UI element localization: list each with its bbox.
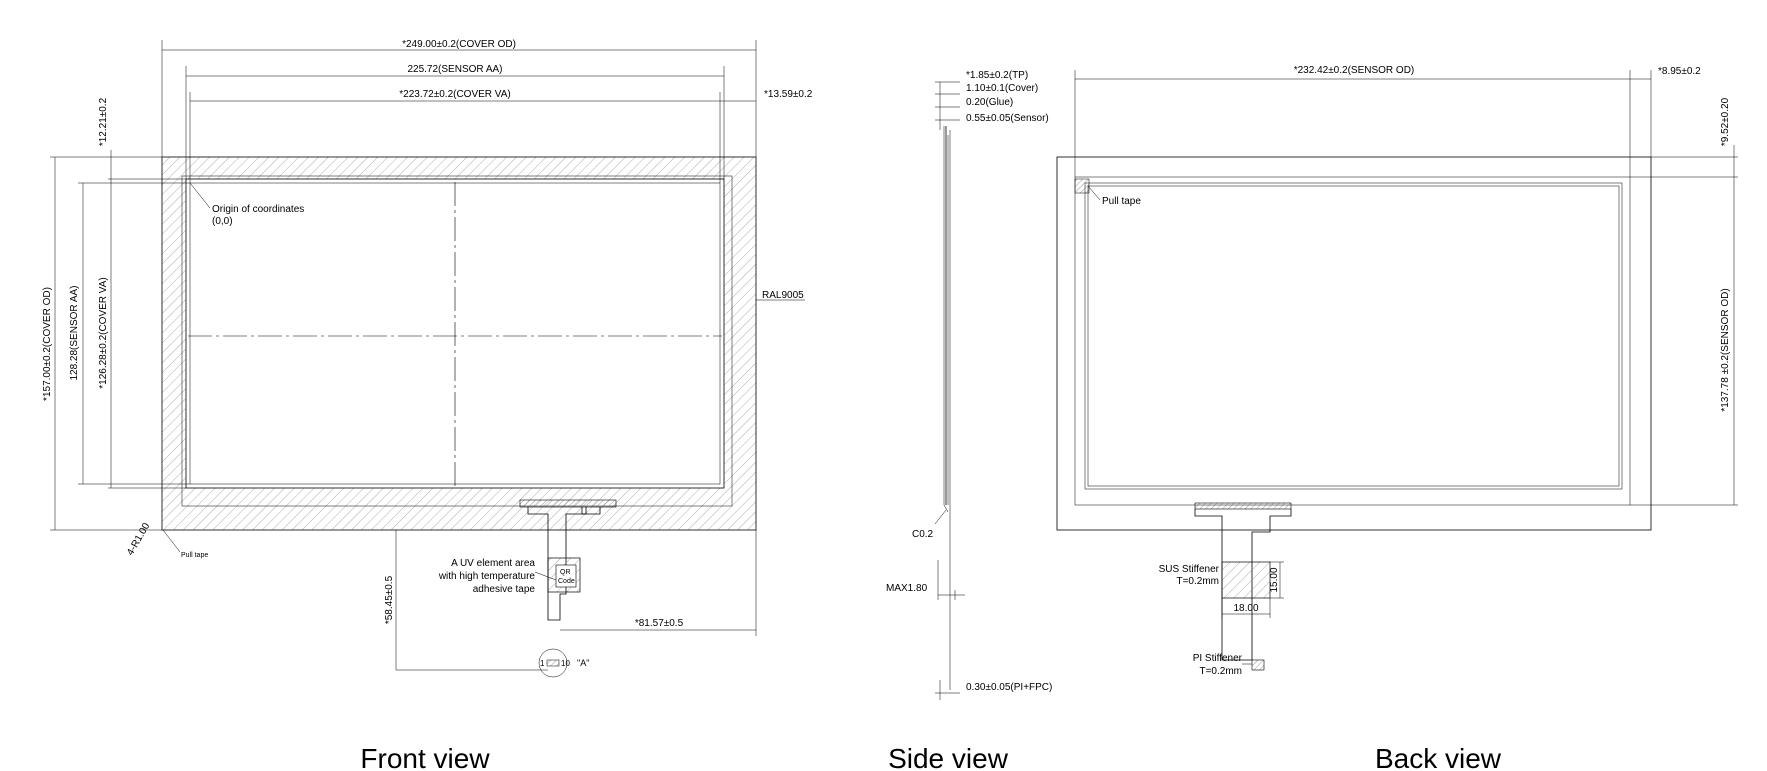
dim-chamfer: C0.2	[912, 529, 934, 540]
uv-label-2: with high temperature	[438, 571, 536, 582]
dim-right-margin: *13.59±0.2	[764, 89, 813, 100]
fpc-tail	[527, 507, 587, 621]
dim-cover-va-height: *126.28±0.2(COVER VA)	[98, 277, 109, 388]
origin-xy-label: (0,0)	[212, 216, 233, 227]
back-sensor-inner	[1084, 182, 1623, 490]
dim-glue-thickness: 0.20(Glue)	[966, 97, 1013, 108]
cover-border-hatch	[162, 157, 756, 530]
sus-stiffener-label: SUS Stiffener	[1159, 564, 1220, 575]
dim-back-right: *8.95±0.2	[1658, 66, 1701, 77]
back-sensor-inner-2	[1087, 185, 1620, 487]
dim-sensor-aa-width: 225.72(SENSOR AA)	[407, 64, 502, 75]
cover-od-outline	[161, 156, 757, 531]
back-view: *232.42±0.2(SENSOR OD) *8.95±0.2 *9.52±0…	[1056, 65, 1738, 771]
color-label: RAL9005	[762, 290, 804, 301]
back-pull-tape-label: Pull tape	[1102, 196, 1141, 207]
dim-sensor-thickness: 0.55±0.05(Sensor)	[966, 113, 1049, 124]
dim-max-thickness: MAX1.80	[886, 583, 928, 594]
front-view-title: Front view	[360, 743, 490, 771]
uv-label-1: A UV element area	[451, 558, 535, 569]
fpc-connector-strip	[519, 499, 617, 508]
fpc-branch	[581, 507, 601, 515]
dim-cover-va-width: *223.72±0.2(COVER VA)	[399, 89, 510, 100]
sus-stiffener	[1221, 561, 1271, 599]
side-view: *1.85±0.2(TP) 1.10±0.1(Cover) 0.20(Glue)…	[886, 70, 1052, 771]
dim-cover-thickness: 1.10±0.1(Cover)	[966, 83, 1038, 94]
qr-label-1: QR	[560, 569, 571, 576]
dim-back-top: *9.52±0.20	[1720, 97, 1731, 146]
dim-stiffener-height: 15.00	[1269, 567, 1280, 592]
pi-stiffener-thickness: T=0.2mm	[1199, 666, 1242, 677]
back-pull-tape	[1074, 178, 1090, 194]
corner-radius-label: 4-R1.00	[125, 521, 153, 558]
pi-stiffener-label: PI Stiffener	[1193, 653, 1243, 664]
pin-1-label: 1	[540, 659, 545, 668]
back-sensor-od-outline	[1074, 176, 1631, 506]
detail-a-label: "A"	[577, 658, 589, 668]
sus-stiffener-thickness: T=0.2mm	[1176, 576, 1219, 587]
dim-tp-thickness: *1.85±0.2(TP)	[966, 70, 1028, 81]
back-cover-outline	[1056, 156, 1652, 531]
uv-label-3: adhesive tape	[473, 584, 536, 595]
dim-stiffener-width: 18.00	[1233, 603, 1258, 614]
dim-top-margin: *12.21±0.2	[98, 97, 109, 146]
side-view-title: Side view	[888, 743, 1009, 771]
dim-sensor-od-width: *232.42±0.2(SENSOR OD)	[1294, 65, 1415, 76]
cover-va-outline	[185, 178, 725, 489]
back-view-title: Back view	[1375, 743, 1502, 771]
dim-sensor-od-height: *137.78 ±0.2(SENSOR OD)	[1720, 288, 1731, 411]
detail-a-circle	[538, 648, 568, 678]
dim-cover-od-height: *157.00±0.2(COVER OD)	[42, 287, 53, 401]
sensor-edge-outline	[181, 175, 733, 507]
origin-label: Origin of coordinates	[212, 204, 304, 215]
dim-fpc-thickness: 0.30±0.05(PI+FPC)	[966, 682, 1052, 693]
back-fpc-connector	[1194, 502, 1292, 510]
dim-fpc-length: *58.45±0.5	[384, 575, 395, 624]
pull-tape-label: Pull tape	[181, 552, 208, 559]
front-view: QR Code 1 10 "A" *249.00±0.2(COVER OD) 2…	[42, 39, 813, 771]
pi-stiffener	[1251, 659, 1265, 671]
pin-10-label: 10	[561, 659, 570, 668]
dim-cover-od-width: *249.00±0.2(COVER OD)	[402, 39, 516, 50]
dim-sensor-aa-height: 128.28(SENSOR AA)	[69, 285, 80, 380]
qr-label-2: Code	[558, 578, 575, 585]
dim-fpc-offset: *81.57±0.5	[635, 618, 684, 629]
qr-code-box	[555, 564, 577, 588]
connector-pins	[546, 659, 560, 667]
